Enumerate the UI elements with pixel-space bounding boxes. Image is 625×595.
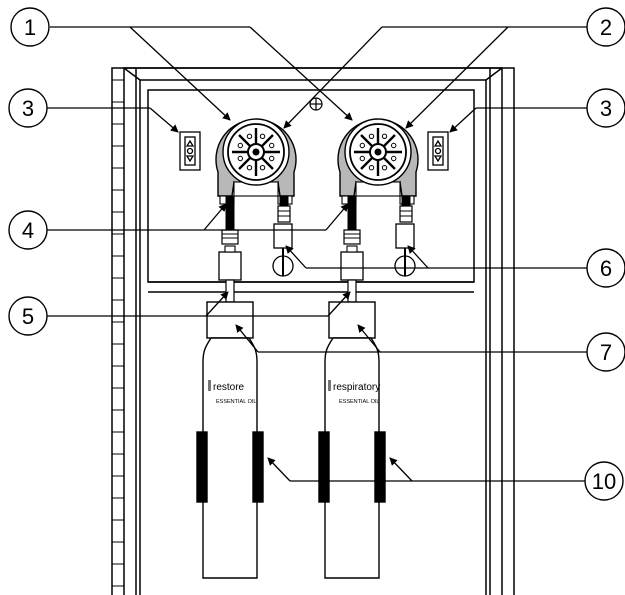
callout-6: 6	[586, 248, 625, 288]
leader-2b	[405, 26, 509, 129]
pump-roller	[359, 142, 365, 149]
pump-hub-center	[252, 148, 260, 156]
bottle-subtitle-right: ESSENTIAL OIL	[339, 399, 379, 405]
pump-roller	[246, 133, 253, 139]
bottle-subtitle-left: ESSENTIAL OIL	[216, 399, 256, 405]
callout-2-label: 2	[600, 15, 612, 40]
pump-roller	[391, 155, 397, 162]
control-switch-right	[427, 131, 449, 171]
leader-2d	[283, 26, 383, 129]
leader-1b	[129, 26, 231, 121]
pump-spoke	[260, 156, 274, 170]
callout-7: 7	[586, 332, 625, 372]
callout-3-right: 3	[586, 88, 625, 128]
pump-spoke	[382, 134, 396, 148]
pump-roller	[368, 133, 375, 139]
callout-7-label: 7	[600, 340, 612, 365]
pump-roller	[246, 165, 253, 171]
bottle-name-left: restore	[213, 382, 245, 393]
pump-spoke	[238, 156, 252, 170]
callout-3-left-label: 3	[22, 96, 34, 121]
callout-10: 10	[584, 461, 624, 501]
pump-spoke	[382, 156, 396, 170]
pump-rotor-track	[227, 123, 285, 181]
pump-spoke	[238, 134, 252, 148]
pump-roller	[368, 165, 375, 171]
callout-3-right-label: 3	[600, 96, 612, 121]
bottle-label-right: respiratory ESSENTIAL OIL	[328, 380, 380, 405]
pump-roller	[237, 142, 243, 149]
callout-1-label: 1	[24, 15, 36, 40]
pump-roller	[359, 155, 365, 162]
callout-4: 4	[8, 210, 48, 250]
mounting-screw-icon	[309, 97, 323, 111]
callout-5: 5	[8, 296, 48, 336]
pump-roller	[237, 155, 243, 162]
callout-6-label: 6	[600, 256, 612, 281]
callout-5-label: 5	[22, 304, 34, 329]
pump-roller	[269, 155, 275, 162]
pump-hub-center	[374, 148, 382, 156]
callout-10-label: 10	[592, 469, 616, 494]
pump-roller	[381, 133, 388, 139]
pump-roller	[259, 165, 266, 171]
mounting-plate	[147, 89, 475, 293]
leader-1d	[249, 26, 353, 121]
pump-spoke	[360, 156, 374, 170]
oil-bottle-left	[196, 301, 264, 579]
inlet-tube-right	[394, 195, 416, 277]
frame-hatching	[112, 79, 124, 587]
callout-1: 1	[10, 7, 50, 47]
outlet-tube-right	[340, 195, 364, 303]
pump-spoke	[360, 134, 374, 148]
callout-2: 2	[586, 7, 625, 47]
oil-bottle-right	[318, 301, 386, 579]
bottle-label-left: restore ESSENTIAL OIL	[208, 380, 256, 405]
callout-4-label: 4	[22, 218, 34, 243]
bottle-name-right: respiratory	[333, 382, 380, 393]
pump-roller	[381, 165, 388, 171]
cabinet-frame	[111, 67, 515, 595]
inlet-tube-left	[272, 195, 294, 277]
pump-roller	[269, 142, 275, 149]
leader-lines	[46, 26, 590, 482]
outlet-tube-left	[218, 195, 242, 303]
control-switch-left	[179, 131, 201, 171]
callout-3-left: 3	[8, 88, 48, 128]
pump-rotor-track	[349, 123, 407, 181]
pump-roller	[259, 133, 266, 139]
pump-roller	[391, 142, 397, 149]
peristaltic-pump-left	[215, 118, 297, 205]
peristaltic-pump-right	[337, 118, 419, 205]
pump-spoke	[260, 134, 274, 148]
